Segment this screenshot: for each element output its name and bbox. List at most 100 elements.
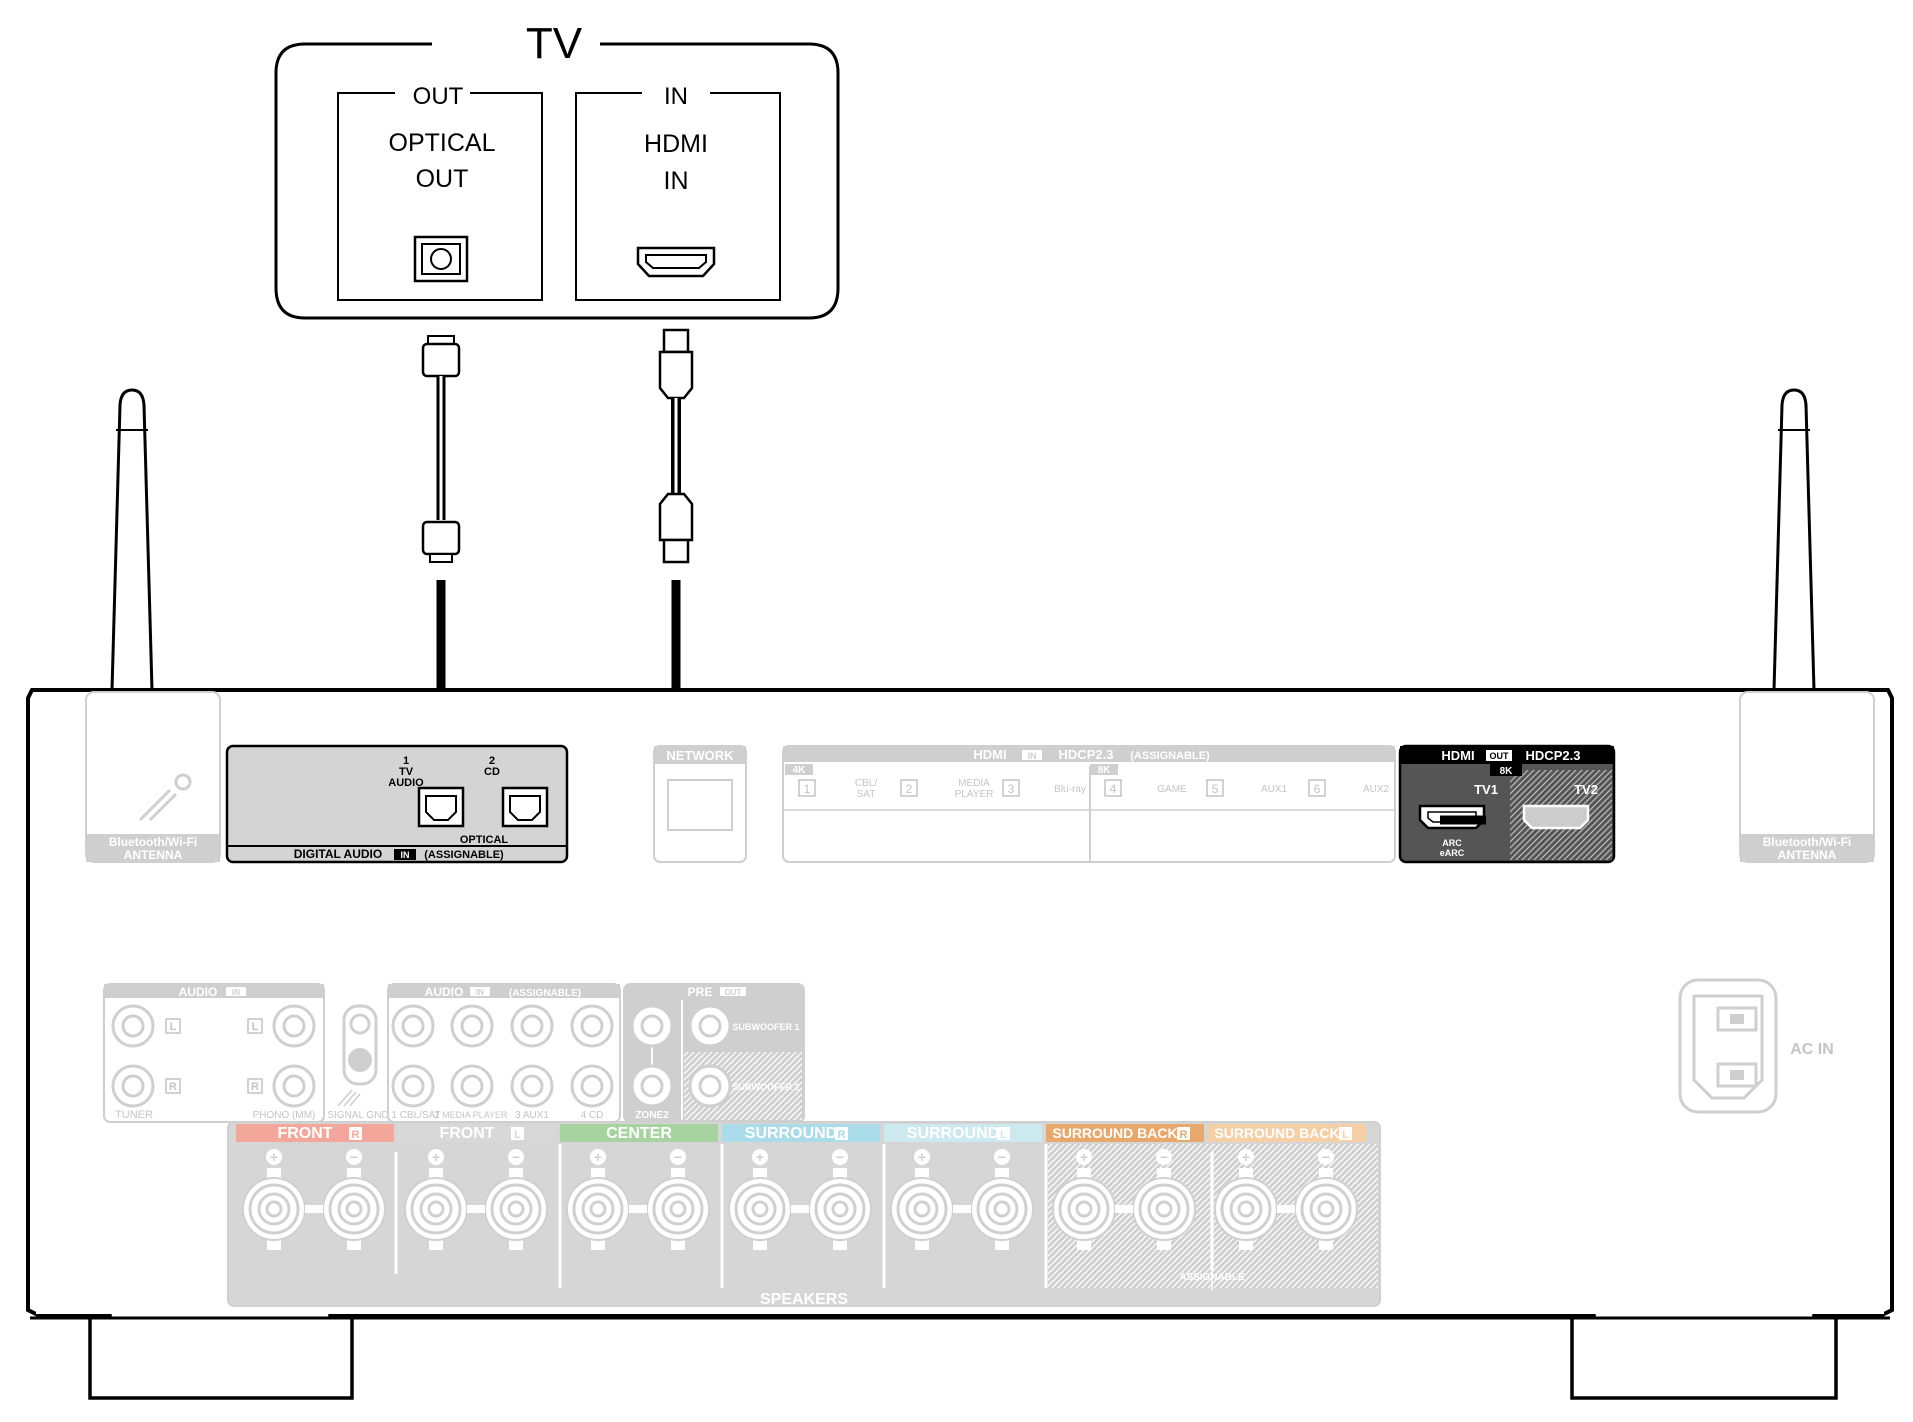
tv-hdmi-label-1: HDMI: [644, 130, 708, 158]
svg-text:Blu-ray: Blu-ray: [1054, 784, 1086, 795]
speaker-side-badge: L: [514, 1129, 521, 1141]
svg-text:AUX2: AUX2: [1363, 784, 1390, 795]
antenna-left: [110, 388, 154, 691]
digital-footer-left: DIGITAL AUDIO: [294, 847, 382, 861]
svg-text:3: 3: [1008, 782, 1015, 796]
tv-out-group: OUT OPTICAL OUT: [337, 83, 543, 301]
speaker-group-label: SURROUND: [745, 1125, 837, 1142]
plus-mark: +: [756, 1149, 764, 1165]
digital-footer-right: (ASSIGNABLE): [424, 849, 504, 861]
speaker-terminal-minus[interactable]: [808, 1168, 872, 1250]
minus-mark: −: [998, 1149, 1006, 1165]
speaker-terminal-plus[interactable]: [242, 1168, 306, 1250]
hdmi-out-earc: eARC: [1440, 848, 1465, 858]
speakers-footer: SPEAKERS: [760, 1291, 848, 1308]
minus-mark: −: [674, 1149, 682, 1165]
plus-mark: +: [270, 1149, 278, 1165]
signal-gnd-label: SIGNAL GND: [327, 1110, 388, 1121]
hdmi-in-badge: IN: [1028, 751, 1037, 761]
speaker-terminal-plus[interactable]: [566, 1168, 630, 1250]
svg-text:4: 4: [1110, 782, 1117, 796]
tv-out-label: OUT: [413, 83, 464, 110]
hdmi-in-input-5: 5 AUX1: [1206, 779, 1287, 797]
minus-mark: −: [836, 1149, 844, 1165]
pre-out-panel: PRE OUT SUBWOOFER 1 SUBWOOFER 2 ZONE2: [623, 983, 805, 1123]
svg-text:GAME: GAME: [1157, 784, 1187, 795]
speaker-side-badge: R: [1180, 1129, 1188, 1141]
speaker-terminal-plus[interactable]: [404, 1168, 468, 1250]
speaker-terminal-minus[interactable]: [484, 1168, 548, 1250]
svg-text:L: L: [170, 1021, 177, 1033]
speaker-side-badge: L: [1000, 1129, 1007, 1141]
bluetooth-wifi-icon: [138, 773, 192, 822]
pre-out-sub1: SUBWOOFER 1: [732, 1022, 799, 1032]
audio-assign-label-2: 2 MEDIA PLAYER: [435, 1110, 508, 1120]
tv-in-group: IN HDMI IN: [575, 83, 781, 301]
speaker-group-label: FRONT: [277, 1125, 332, 1142]
svg-text:R: R: [251, 1081, 259, 1093]
antenna-right-label-2: ANTENNA: [1778, 848, 1837, 862]
audio-in-channel-marks: L R L R: [165, 1018, 263, 1094]
hdmi-in-8k-tag: 8K: [1098, 765, 1112, 776]
svg-text:2: 2: [906, 782, 913, 796]
minus-mark: −: [1160, 1149, 1168, 1165]
speaker-terminal-plus[interactable]: [1214, 1168, 1278, 1250]
hdmi-out-badge: OUT: [1490, 751, 1510, 761]
hdmi-in-assignable: (ASSIGNABLE): [1130, 750, 1210, 762]
svg-text:L: L: [252, 1021, 259, 1033]
minus-mark: −: [1322, 1149, 1330, 1165]
digital-jack2-name: CD: [484, 766, 500, 778]
digital-jack2-num: 2: [489, 755, 495, 767]
audio-in-assignable-panel: AUDIO IN (ASSIGNABLE) 1 CBL/SAT 2 MEDIA …: [387, 983, 621, 1123]
audio-assign-label-4: 4 CD: [581, 1110, 604, 1121]
antenna-right-label-1: Bluetooth/Wi-Fi: [1763, 835, 1852, 849]
tv-optical-out-port[interactable]: [413, 235, 469, 283]
svg-text:1: 1: [804, 782, 811, 796]
speaker-terminal-minus[interactable]: [970, 1168, 1034, 1250]
speaker-terminal-plus[interactable]: [728, 1168, 792, 1250]
digital-footer-badge: IN: [401, 850, 410, 860]
antenna-left-label-1: Bluetooth/Wi-Fi: [109, 835, 198, 849]
tv-device: TV OUT OPTICAL OUT IN HDMI IN: [274, 19, 840, 320]
plus-mark: +: [1080, 1149, 1088, 1165]
antenna-base-right: Bluetooth/Wi-Fi ANTENNA: [1739, 691, 1875, 863]
speaker-group-label: CENTER: [606, 1125, 672, 1142]
plus-mark: +: [1242, 1149, 1250, 1165]
hdmi-in-input-2: 2 MEDIA PLAYER: [900, 778, 993, 800]
ac-in-label: AC IN: [1790, 1041, 1834, 1058]
antenna-left-label-2: ANTENNA: [124, 848, 183, 862]
svg-text:R: R: [169, 1081, 177, 1093]
speaker-terminal-plus[interactable]: [1052, 1168, 1116, 1250]
hdmi-in-input-4: 4 GAME: [1104, 779, 1187, 797]
speaker-terminal-minus[interactable]: [1294, 1168, 1358, 1250]
speaker-terminal-minus[interactable]: [646, 1168, 710, 1250]
speaker-terminal-minus[interactable]: [1132, 1168, 1196, 1250]
speaker-group-label: FRONT: [439, 1125, 494, 1142]
svg-text:MEDIA: MEDIA: [958, 778, 990, 789]
svg-text:5: 5: [1212, 782, 1219, 796]
audio-in-tuner: TUNER: [115, 1109, 153, 1121]
network-label: NETWORK: [666, 748, 734, 763]
digital-jack1-num: 1: [403, 755, 409, 767]
speaker-side-badge: L: [1342, 1129, 1349, 1141]
hdmi-out-tv2-port[interactable]: [1522, 804, 1590, 830]
pre-out-badge: OUT: [725, 988, 742, 997]
optical-in-2-port[interactable]: [501, 786, 549, 828]
speaker-terminal-minus[interactable]: [322, 1168, 386, 1250]
tv-in-label: IN: [664, 83, 688, 110]
digital-jack1-name-2: AUDIO: [388, 777, 424, 789]
optical-in-1-port[interactable]: [417, 786, 465, 828]
speaker-terminal-plus[interactable]: [890, 1168, 954, 1250]
audio-in-title: AUDIO: [179, 985, 218, 999]
speaker-group-label: SURROUND BACK: [1052, 1125, 1177, 1141]
tv-hdmi-in-port[interactable]: [636, 246, 716, 278]
hdmi-in-4k-tag: 4K: [793, 765, 807, 776]
speaker-group-label: SURROUND: [907, 1125, 999, 1142]
speaker-group-3: CENTER+−: [560, 1124, 718, 1250]
